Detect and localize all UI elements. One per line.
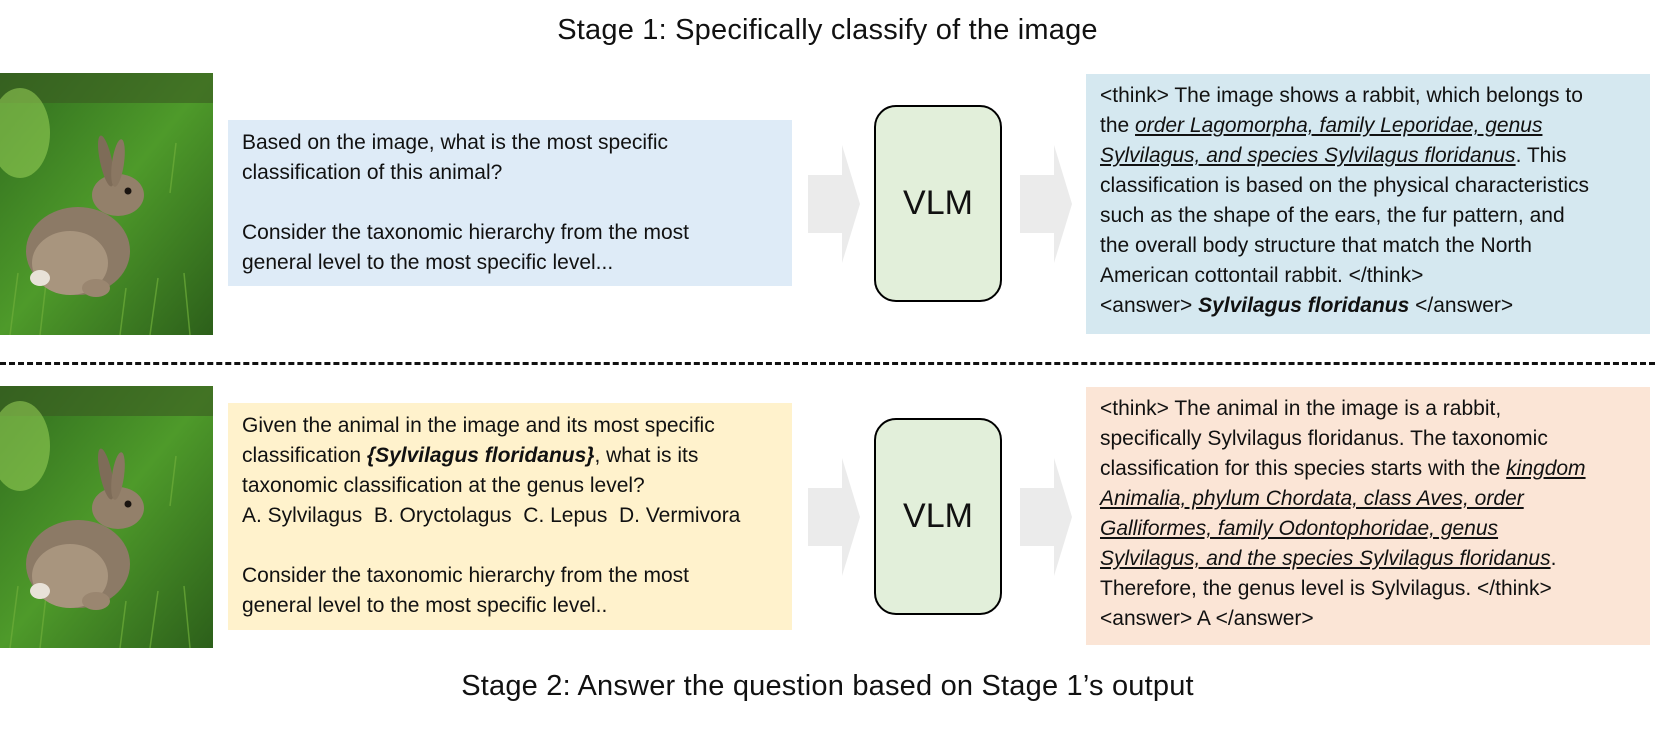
taxonomy-highlight: Sylvilagus, and the species Sylvilagus f… bbox=[1100, 547, 1551, 570]
right-arrow-icon bbox=[1020, 145, 1072, 263]
prompt-line: classification of this animal? bbox=[242, 161, 503, 184]
stage1-title: Stage 1: Specifically classify of the im… bbox=[557, 14, 1098, 46]
prompt-line: Based on the image, what is the most spe… bbox=[242, 131, 669, 154]
response-line: the overall body structure that match th… bbox=[1100, 234, 1532, 257]
answer-options: A. Sylvilagus B. Oryctolagus C. Lepus D.… bbox=[242, 504, 741, 527]
vlm-model-box: VLM bbox=[874, 105, 1002, 302]
taxonomy-highlight: order Lagomorpha, family Leporidae, genu… bbox=[1135, 114, 1543, 137]
vlm-model-box: VLM bbox=[874, 418, 1002, 615]
rabbit-image bbox=[0, 73, 213, 335]
rabbit-image bbox=[0, 386, 213, 648]
stage2-title: Stage 2: Answer the question based on St… bbox=[461, 670, 1194, 702]
taxonomy-highlight: Sylvilagus, and species Sylvilagus flori… bbox=[1100, 144, 1516, 167]
answer-value: Sylvilagus floridanus bbox=[1198, 294, 1410, 317]
response-line: American cottontail rabbit. </think> bbox=[1100, 264, 1424, 287]
prompt-line: taxonomic classification at the genus le… bbox=[242, 474, 645, 497]
stage1-prompt-box: Based on the image, what is the most spe… bbox=[228, 120, 792, 286]
response-line: Sylvilagus, and species Sylvilagus flori… bbox=[1100, 144, 1567, 167]
response-line: <think> The animal in the image is a rab… bbox=[1100, 397, 1502, 420]
taxonomy-highlight: kingdom bbox=[1506, 457, 1586, 480]
prompt-line: classification {Sylvilagus floridanus}, … bbox=[242, 444, 699, 467]
response-line: specifically Sylvilagus floridanus. The … bbox=[1100, 427, 1548, 450]
prompt-line: Consider the taxonomic hierarchy from th… bbox=[242, 564, 690, 587]
response-line: classification for this species starts w… bbox=[1100, 457, 1586, 480]
prompt-line: general level to the most specific level… bbox=[242, 251, 614, 274]
right-arrow-icon bbox=[808, 458, 860, 576]
response-line: the order Lagomorpha, family Leporidae, … bbox=[1100, 114, 1543, 137]
answer-line: <answer> Sylvilagus floridanus </answer> bbox=[1100, 294, 1514, 317]
stage1-answer-placeholder: {Sylvilagus floridanus} bbox=[366, 444, 595, 467]
response-line: such as the shape of the ears, the fur p… bbox=[1100, 204, 1565, 227]
answer-line: <answer> A </answer> bbox=[1100, 607, 1314, 630]
right-arrow-icon bbox=[1020, 458, 1072, 576]
response-line: Therefore, the genus level is Sylvilagus… bbox=[1100, 577, 1552, 600]
prompt-line: Given the animal in the image and its mo… bbox=[242, 414, 715, 437]
response-line: classification is based on the physical … bbox=[1100, 174, 1590, 197]
stage1-response-box: <think> The image shows a rabbit, which … bbox=[1086, 74, 1650, 334]
response-line: <think> The image shows a rabbit, which … bbox=[1100, 84, 1583, 107]
prompt-line: Consider the taxonomic hierarchy from th… bbox=[242, 221, 690, 244]
taxonomy-highlight: Galliformes, family Odontophoridae, genu… bbox=[1100, 517, 1499, 540]
stage-divider bbox=[0, 362, 1655, 365]
taxonomy-highlight: Animalia, phylum Chordata, class Aves, o… bbox=[1100, 487, 1524, 510]
prompt-line: general level to the most specific level… bbox=[242, 594, 608, 617]
stage2-prompt-box: Given the animal in the image and its mo… bbox=[228, 403, 792, 630]
response-line: Sylvilagus, and the species Sylvilagus f… bbox=[1100, 547, 1557, 570]
right-arrow-icon bbox=[808, 145, 860, 263]
stage2-response-box: <think> The animal in the image is a rab… bbox=[1086, 387, 1650, 645]
